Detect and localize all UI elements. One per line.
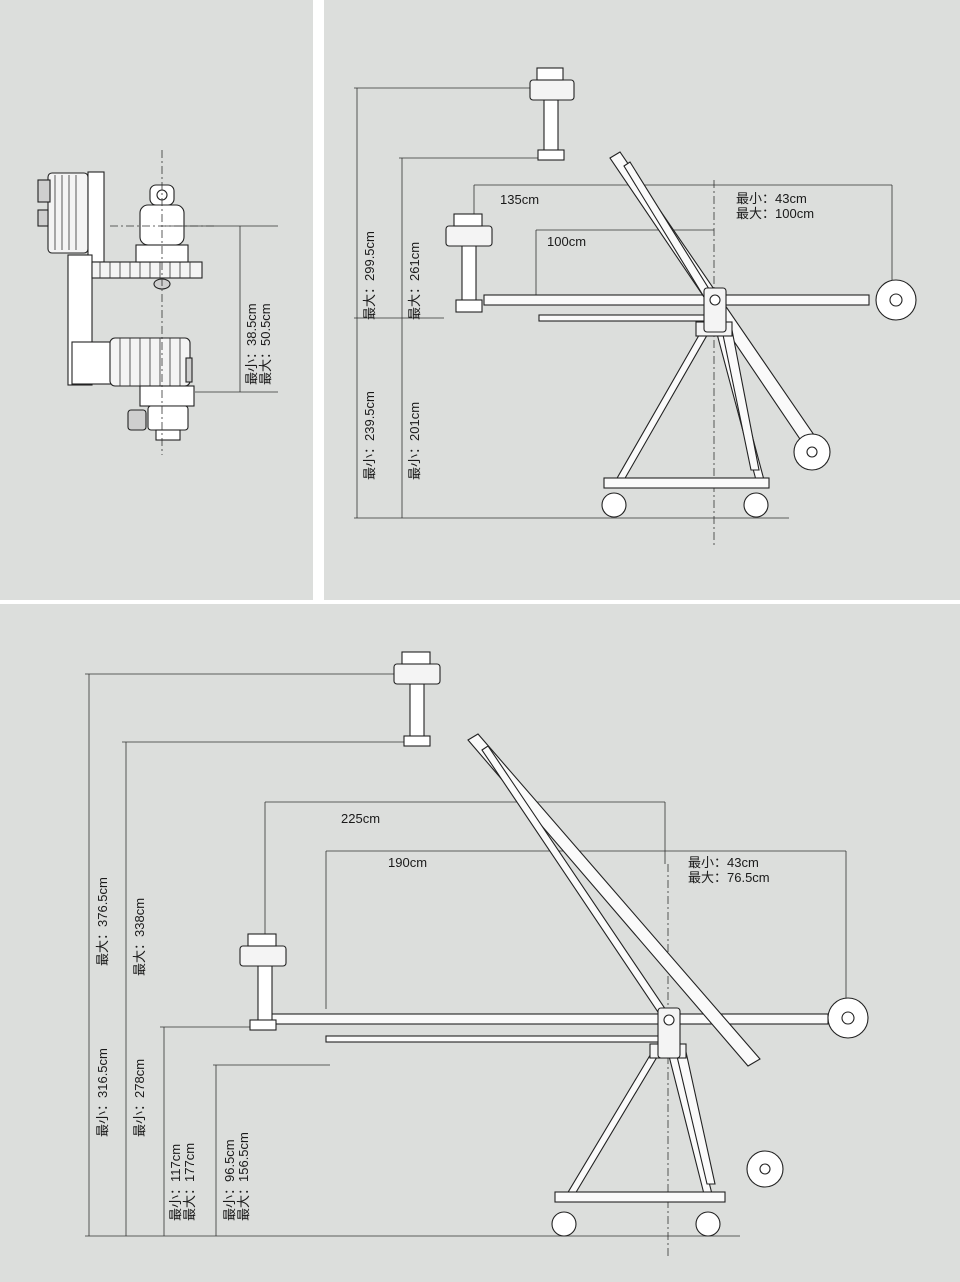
dim-min-label: 最小：38.5cm [244, 303, 259, 385]
counter-min-label: 最小：43cm [688, 855, 759, 870]
height-4-max: 最大：156.5cm [236, 1132, 251, 1221]
dim-max-label: 最大：50.5cm [258, 303, 273, 385]
head-detail-drawing: 最小：38.5cm 最大：50.5cm [37, 150, 278, 455]
counter-max-label: 最大：100cm [736, 206, 814, 221]
height-top-max: 最大：299.5cm [362, 231, 377, 320]
height-1-max: 最大：376.5cm [95, 877, 110, 966]
jib-arm-short [445, 67, 917, 518]
height-4-min: 最小：96.5cm [222, 1139, 237, 1221]
reach-long-label: 135cm [500, 192, 539, 207]
height-2-max: 最大：338cm [132, 898, 147, 976]
height-1-min: 最小：316.5cm [95, 1048, 110, 1137]
head-detail-panel: 最小：38.5cm 最大：50.5cm [0, 0, 313, 600]
height-top-min: 最小：239.5cm [362, 391, 377, 480]
height-3-min: 最小：117cm [168, 1144, 183, 1221]
height-2-min: 最小：278cm [132, 1059, 147, 1137]
jib-arm-long [239, 651, 869, 1237]
long-jib-drawing: 最大：376.5cm 最大：338cm 最小：316.5cm 最小：278cm … [85, 651, 869, 1259]
reach-short-label: 190cm [388, 855, 427, 870]
counter-max-label: 最大：76.5cm [688, 870, 770, 885]
height-3-max: 最大：177cm [182, 1143, 197, 1221]
short-jib-panel: 最大：299.5cm 最大：261cm 最小：239.5cm 最小：201cm … [324, 0, 960, 600]
pan-tilt-head [37, 171, 203, 441]
counter-min-label: 最小：43cm [736, 191, 807, 206]
reach-short-label: 100cm [547, 234, 586, 249]
long-jib-panel: 最大：376.5cm 最大：338cm 最小：316.5cm 最小：278cm … [0, 604, 960, 1282]
height-mid-min: 最小：201cm [407, 402, 422, 480]
reach-long-label: 225cm [341, 811, 380, 826]
height-mid-max: 最大：261cm [407, 242, 422, 320]
short-jib-drawing: 最大：299.5cm 最大：261cm 最小：239.5cm 最小：201cm … [354, 67, 917, 548]
